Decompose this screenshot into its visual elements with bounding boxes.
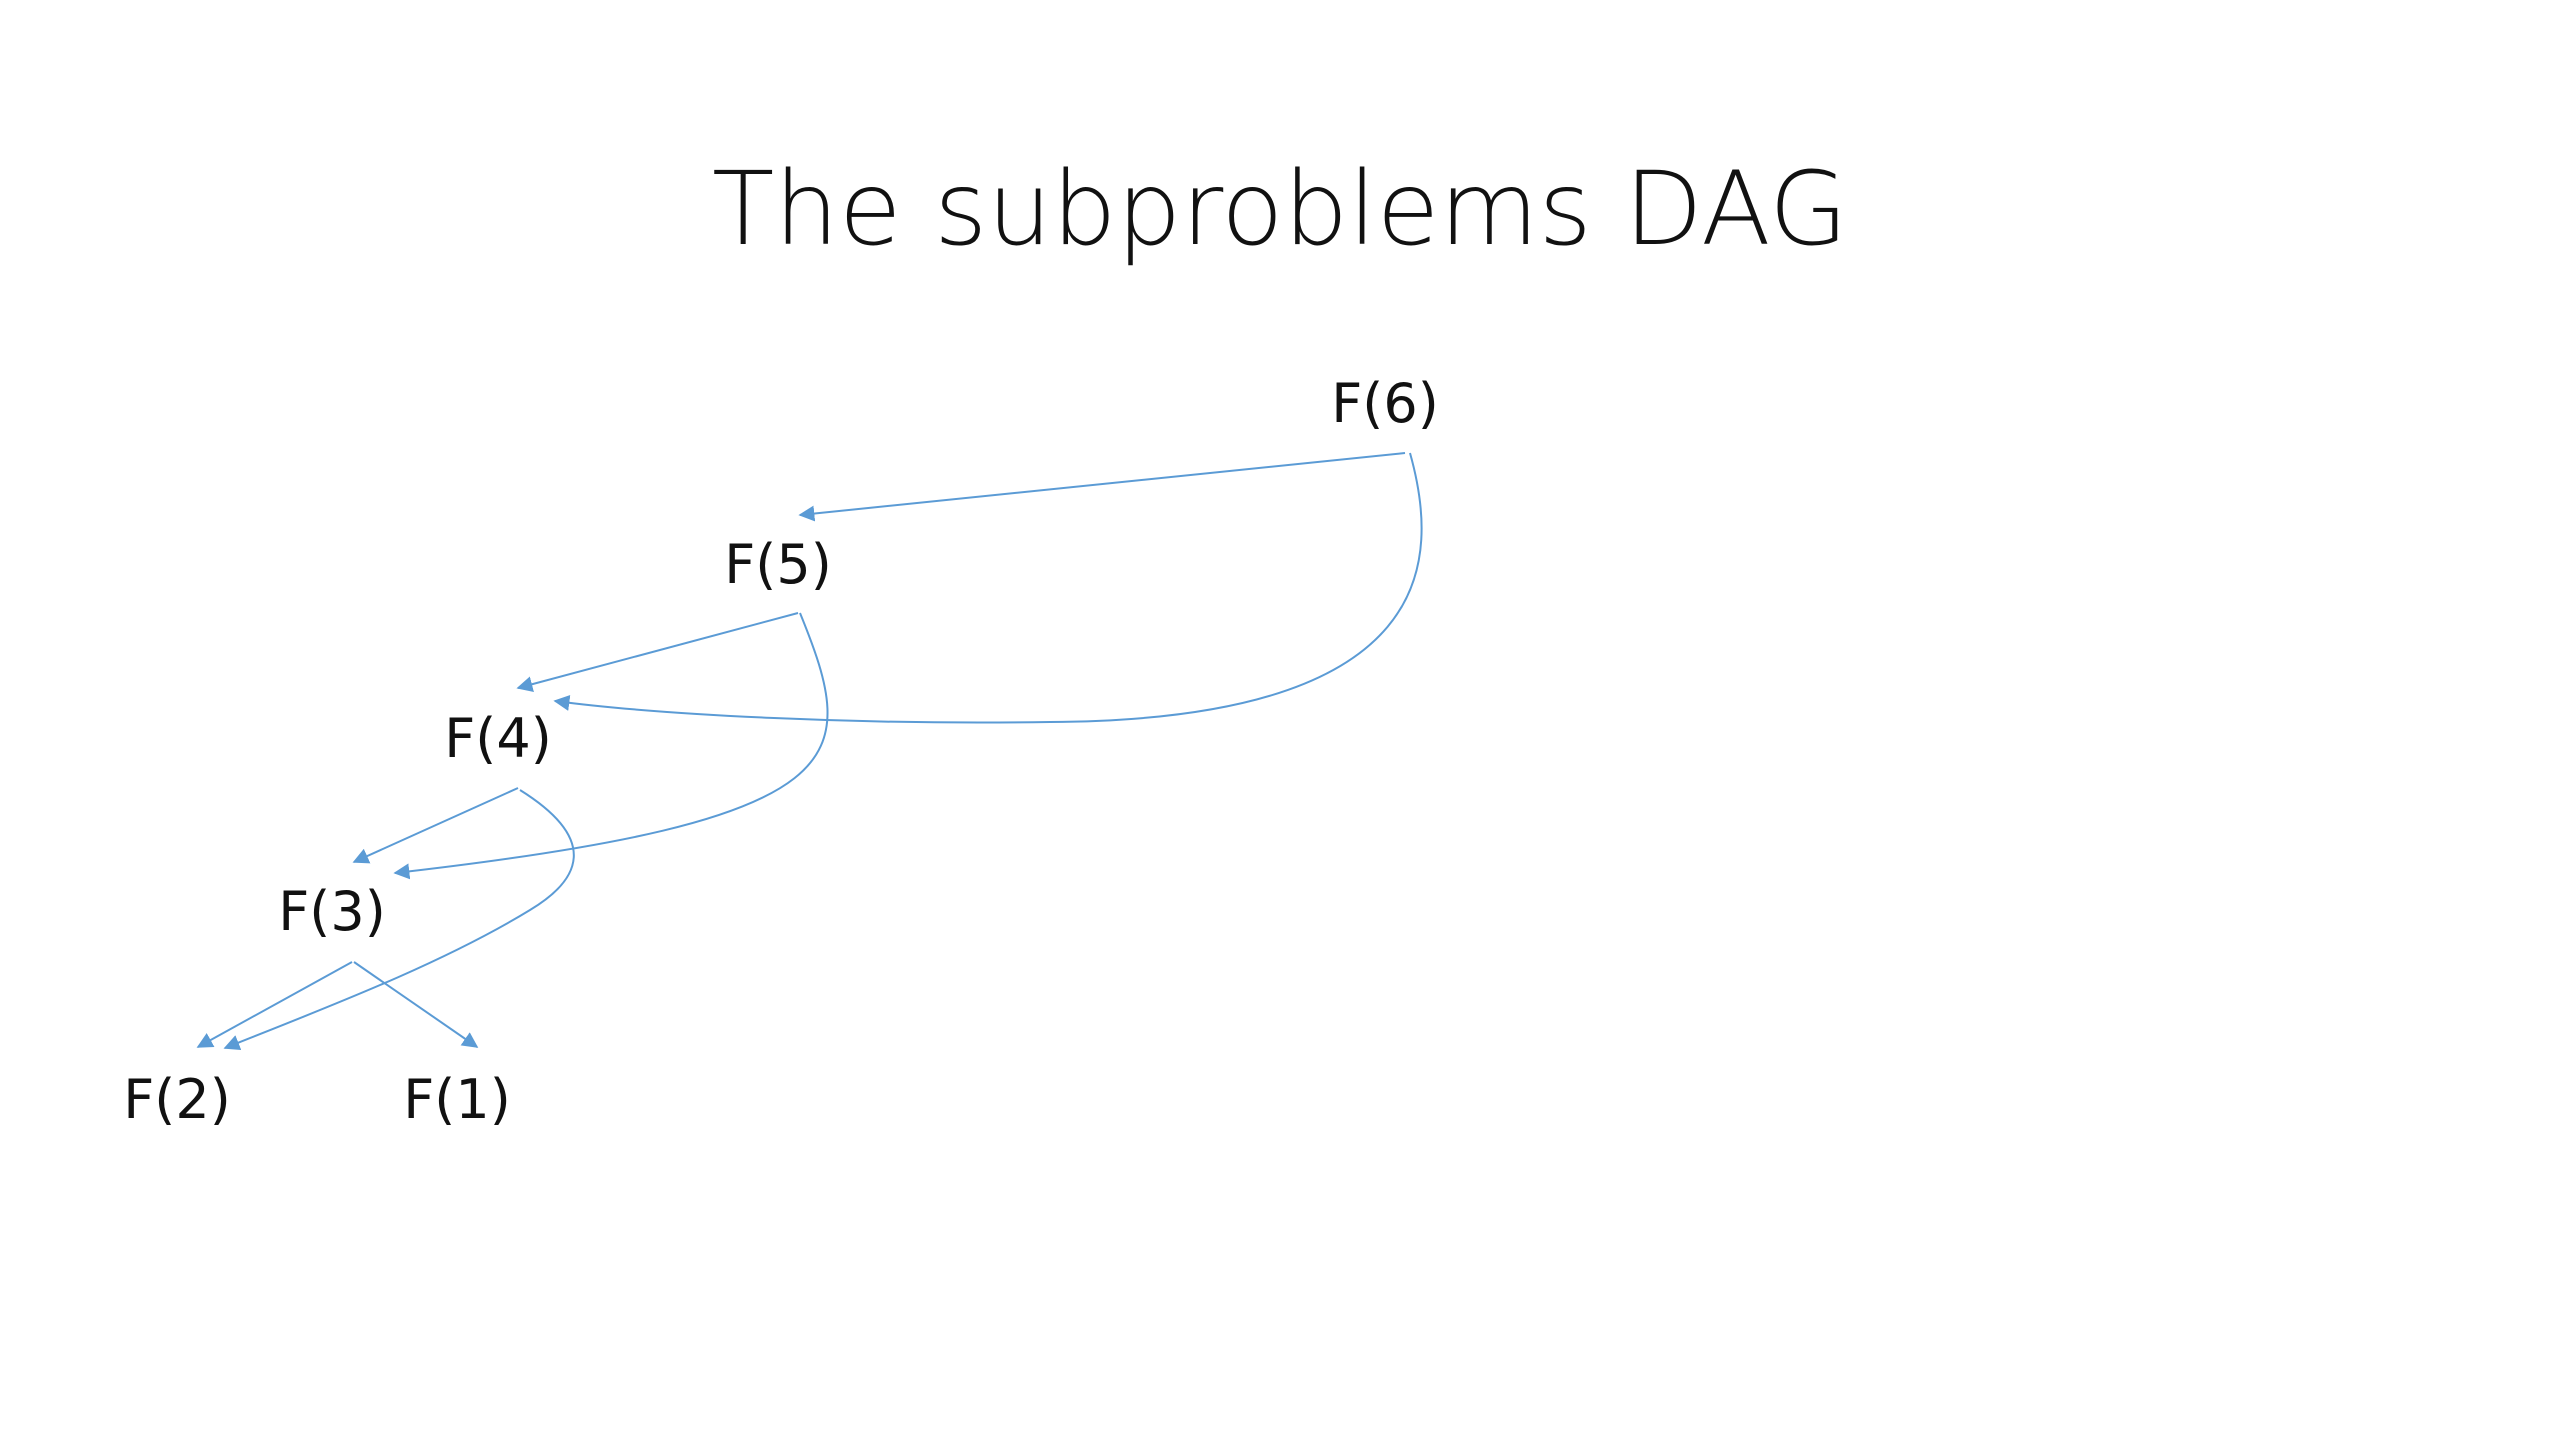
node-f5: F(5)	[724, 533, 832, 596]
node-f2: F(2)	[123, 1068, 231, 1131]
edge-f5-f4	[516, 612, 799, 693]
node-f1: F(1)	[403, 1068, 511, 1131]
edge-f3-f1	[353, 961, 479, 1048]
edge-f3-f2	[196, 961, 353, 1048]
edge-f4-f2	[223, 789, 575, 1051]
node-f6: F(6)	[1331, 372, 1439, 435]
edge-f4-f3	[352, 787, 519, 864]
node-f3: F(3)	[278, 880, 386, 943]
node-f4: F(4)	[444, 707, 552, 770]
slide-title: The subproblems DAG	[711, 150, 1849, 269]
edge-f6-f5	[798, 452, 1406, 522]
edge-f5-f3	[393, 612, 829, 880]
edge-f6-f4	[553, 452, 1423, 724]
